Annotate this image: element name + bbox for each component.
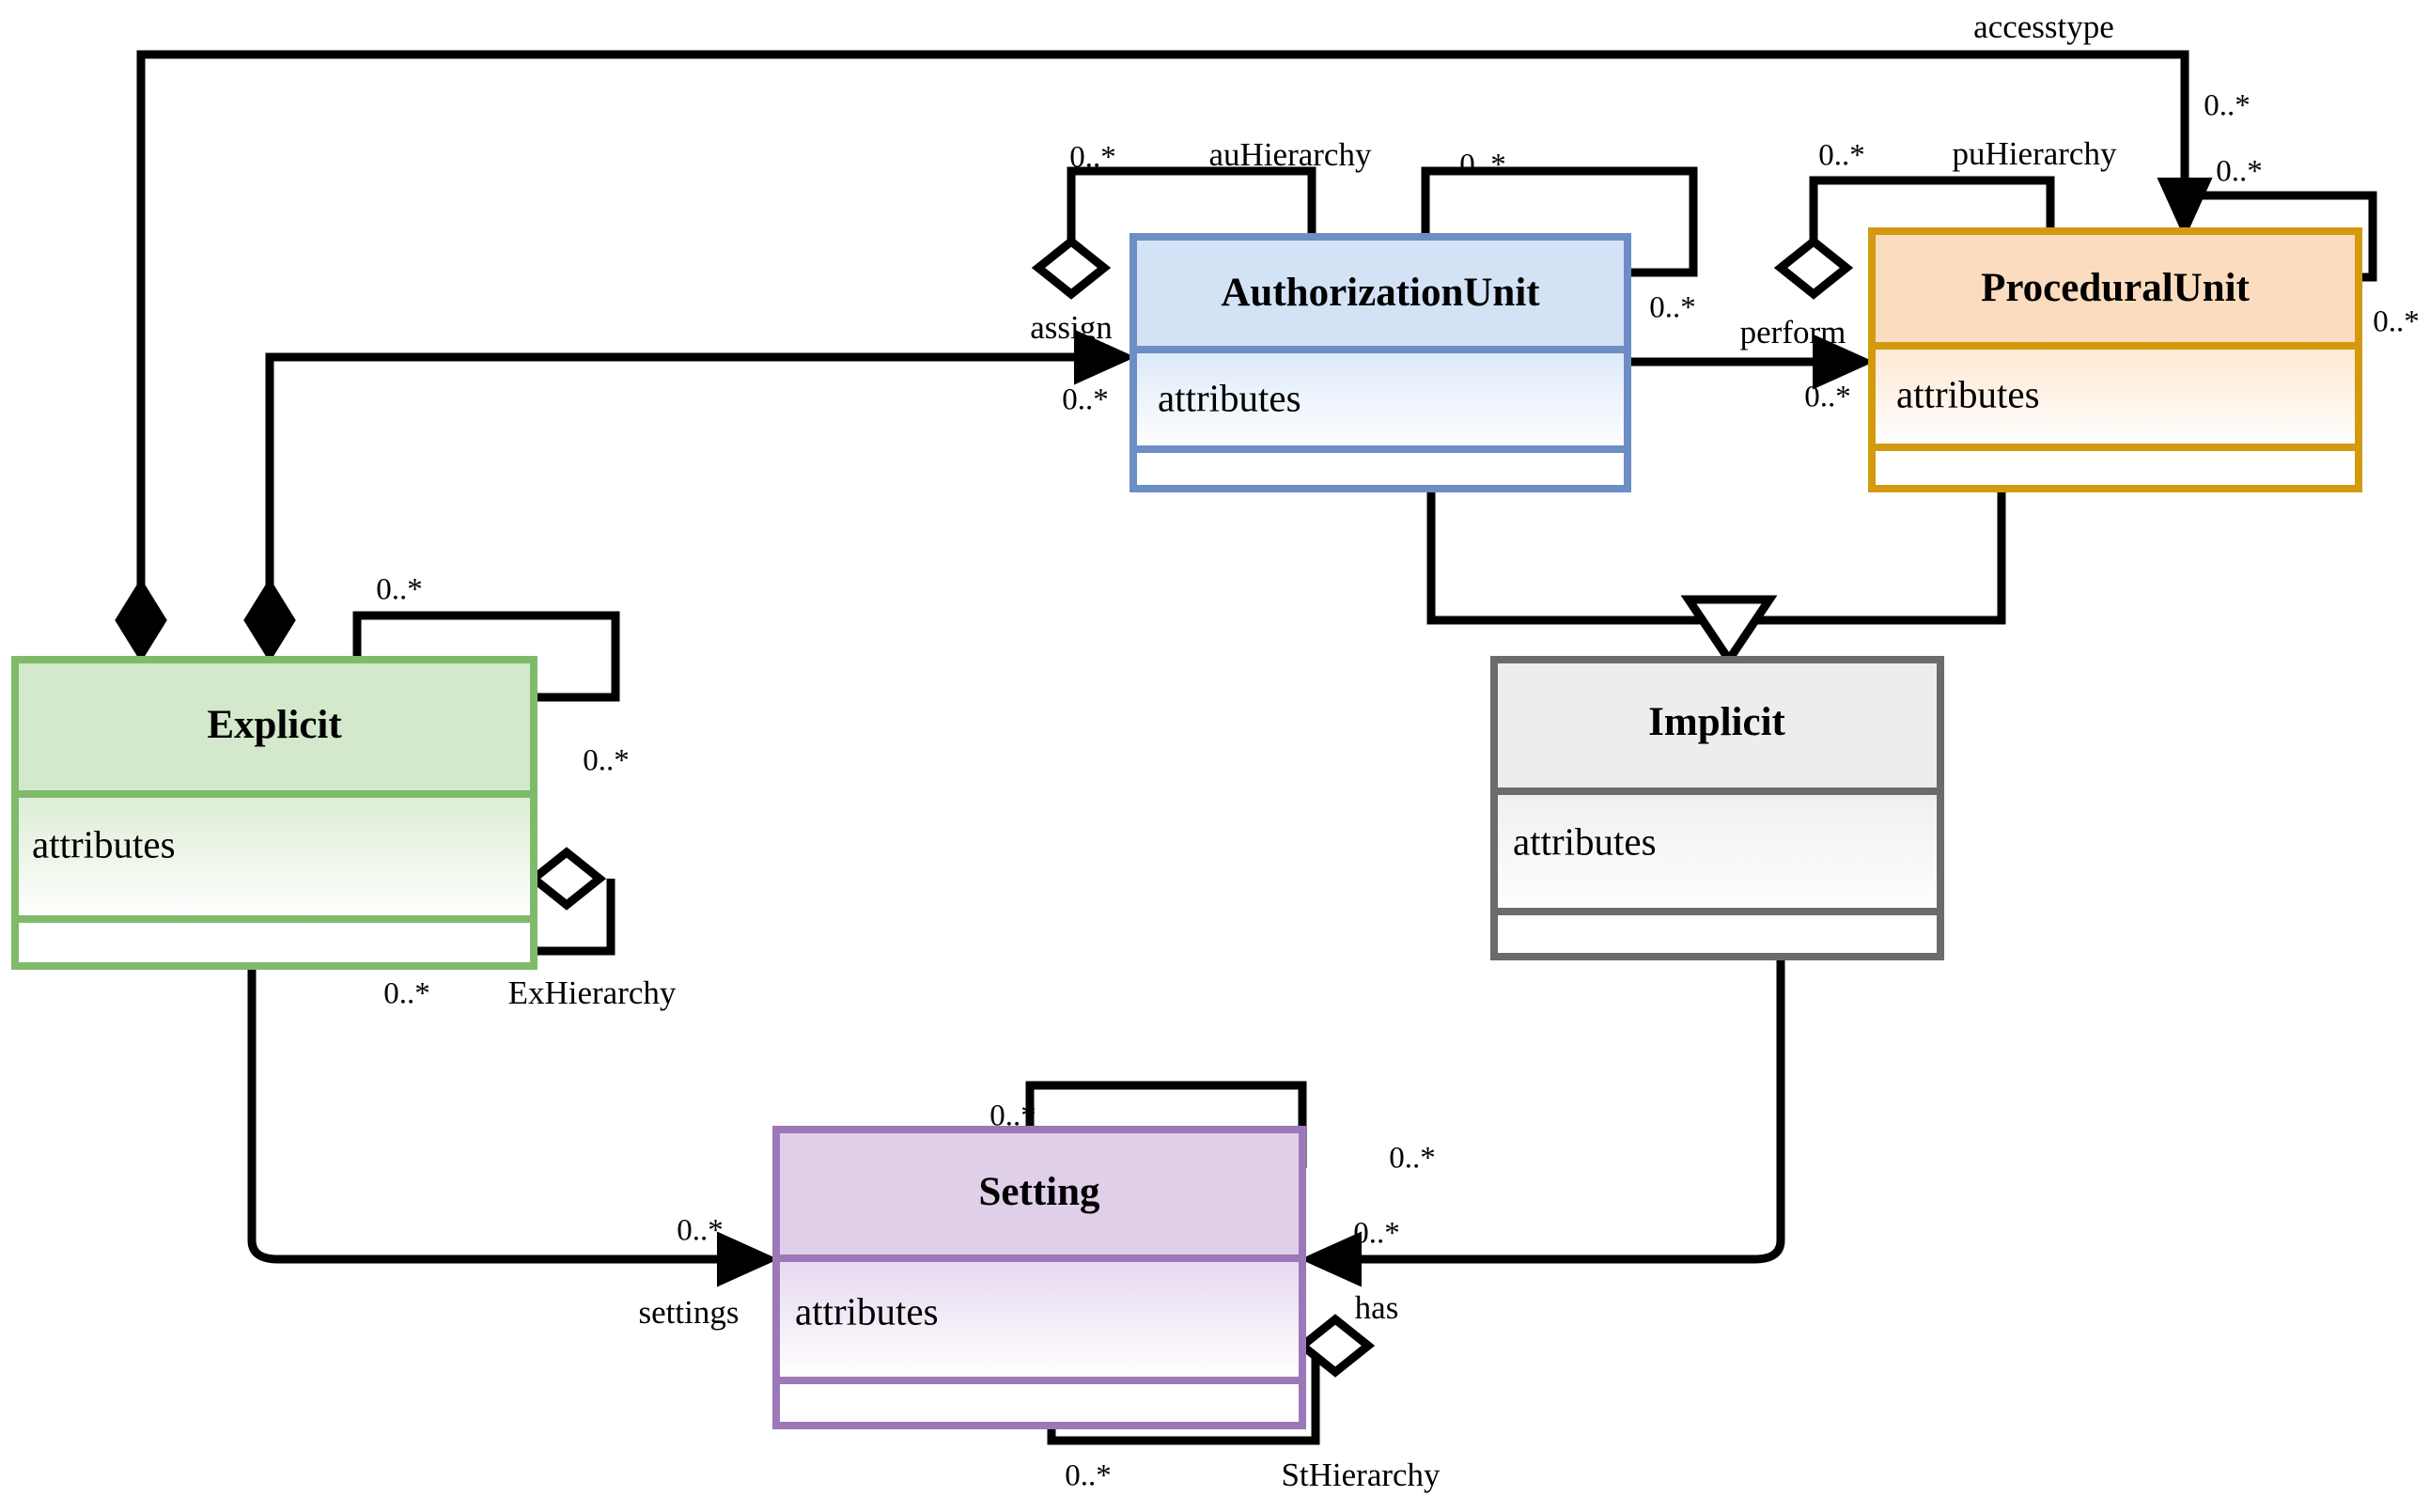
label-assign: assign [1030,309,1113,346]
class-attributes-explicit: attributes [32,822,176,865]
class-box-procedural-unit[interactable]: ProceduralUnit attributes [1868,227,2362,492]
aggregation-diamond-pu [1773,236,1854,300]
label-ExHierarchy: ExHierarchy [508,974,677,1011]
mult-pu-left: 0..* [1818,139,1865,173]
class-box-setting[interactable]: Setting attributes [772,1126,1306,1429]
class-name-setting: Setting [979,1170,1101,1214]
mult-perform: 0..* [1804,381,1851,414]
composition-diamond-assign [243,578,296,662]
edge-assign[interactable] [265,329,1136,658]
mult-au-rightside: 0..* [1649,291,1696,325]
composition-diamond-accesstype [115,578,167,662]
class-attributes-authorization-unit: attributes [1158,376,1301,419]
edge-auHierarchy[interactable] [1031,166,1698,300]
mult-st-right: 0..* [1389,1142,1436,1176]
label-puHierarchy: puHierarchy [1953,135,2117,172]
mult-ex-right: 0..* [583,744,630,778]
class-box-explicit[interactable]: Explicit attributes [11,656,537,970]
mult-ex-top: 0..* [376,573,423,607]
label-perform: perform [1740,314,1846,351]
class-box-implicit[interactable]: Implicit attributes [1490,656,1944,960]
label-accesstype: accesstype [1973,8,2114,45]
class-attributes-setting: attributes [795,1289,939,1333]
label-has: has [1355,1289,1399,1326]
class-name-explicit: Explicit [207,703,342,747]
label-StHierarchy: StHierarchy [1281,1457,1441,1493]
class-attributes-procedural-unit: attributes [1896,372,2040,415]
aggregation-diamond-ex [526,847,607,911]
mult-ex-bottom: 0..* [383,977,430,1011]
mult-st-top: 0..* [989,1099,1036,1133]
edge-has[interactable] [1300,952,1785,1287]
class-name-implicit: Implicit [1648,700,1785,744]
aggregation-diamond-st [1295,1314,1376,1378]
mult-st-bottom: 0..* [1065,1459,1112,1493]
label-auHierarchy: auHierarchy [1209,136,1372,173]
class-box-authorization-unit[interactable]: AuthorizationUnit attributes [1129,233,1631,492]
mult-assign: 0..* [1062,383,1109,417]
mult-pu-right: 0..* [2216,155,2263,189]
generalization-triangle [1680,595,1778,668]
mult-au-right: 0..* [1459,148,1506,182]
edge-settings[interactable] [247,961,779,1287]
label-settings: settings [639,1294,740,1331]
class-name-procedural-unit: ProceduralUnit [1981,266,2251,310]
class-name-authorization-unit: AuthorizationUnit [1221,271,1540,315]
class-attributes-implicit: attributes [1513,819,1657,863]
mult-settings: 0..* [677,1214,724,1248]
edge-puHierarchy[interactable] [1773,176,2377,300]
edge-generalization[interactable] [1426,489,2006,668]
mult-pu-rightside: 0..* [2373,305,2420,339]
mult-accesstype: 0..* [2204,89,2251,123]
mult-has: 0..* [1353,1217,1400,1251]
edge-perform[interactable] [1628,334,1875,390]
mult-au-left: 0..* [1069,141,1116,175]
aggregation-diamond-au [1031,236,1112,300]
